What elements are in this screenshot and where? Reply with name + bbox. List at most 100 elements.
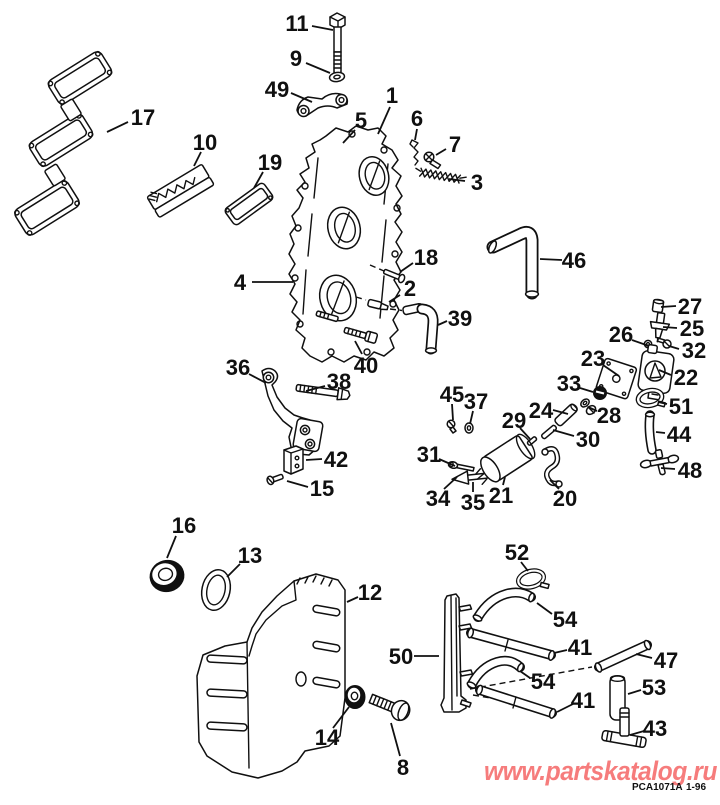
callout-52: 52 [505, 540, 529, 565]
callout-1: 1 [386, 83, 398, 108]
part-47-tube [594, 639, 652, 673]
callout-37: 37 [464, 389, 488, 414]
part-23-gasket-plate [595, 357, 638, 400]
leader-line-45 [451, 403, 454, 421]
callout-28: 28 [597, 403, 621, 428]
part-7-screw [423, 151, 442, 170]
leader-line-38 [305, 385, 326, 392]
callout-33: 33 [557, 371, 581, 396]
leader-line-51 [657, 401, 668, 405]
callout-45: 45 [440, 382, 464, 407]
leader-line-37 [469, 410, 474, 425]
part-54-hose-lower [466, 655, 525, 689]
leader-line-25 [662, 326, 678, 329]
part-37-grommet [464, 422, 474, 434]
leader-line-31 [438, 458, 456, 467]
leader-line-3 [448, 178, 466, 182]
leader-line-47 [635, 653, 653, 659]
callout-46: 46 [562, 248, 586, 273]
leader-line-24 [552, 409, 569, 415]
callout-47: 47 [654, 648, 678, 673]
part-54-hose-upper [472, 587, 536, 622]
footer-part-code: PCA1071A [632, 782, 683, 793]
leader-line-39 [437, 320, 448, 326]
leader-line-28 [587, 406, 598, 412]
leader-line-17 [106, 121, 129, 133]
leader-line-5 [342, 129, 356, 144]
leader-line-43 [629, 730, 645, 736]
manifold-bolt-holes [291, 130, 401, 356]
callout-25: 25 [680, 316, 704, 341]
part-17-gasket [13, 50, 113, 236]
leader-line-23 [602, 364, 620, 377]
part-50-rail [440, 593, 474, 713]
leader-line-40 [354, 340, 363, 355]
part-51-clamp [635, 387, 667, 409]
callout-26: 26 [609, 322, 633, 347]
callout-31: 31 [417, 442, 441, 467]
part-30-tube [540, 424, 558, 440]
leader-line-46 [539, 258, 563, 261]
callout-29: 29 [502, 408, 526, 433]
callout-50: 50 [389, 644, 413, 669]
callout-49: 49 [265, 77, 289, 102]
part-41-hose-lower [475, 684, 557, 719]
callout-44: 44 [667, 422, 692, 447]
part-38-bolt [295, 383, 351, 401]
callout-23: 23 [581, 346, 605, 371]
callout-53: 53 [642, 675, 666, 700]
callout-3: 3 [471, 170, 483, 195]
leader-line-32 [668, 345, 680, 350]
part-46-hose [486, 226, 540, 300]
part-24-tube [554, 403, 578, 427]
callout-22: 22 [674, 365, 698, 390]
part-48-tee-fitting [639, 448, 680, 476]
leader-line-22 [658, 369, 672, 376]
leader-line-15 [286, 480, 309, 488]
leader-line-9 [305, 62, 331, 74]
callout-48: 48 [678, 458, 702, 483]
callout-34: 34 [426, 486, 451, 511]
part-49-bracket [296, 92, 349, 118]
leader-line-54b [519, 670, 531, 679]
part-39-hose [402, 303, 439, 355]
part-52-clamp [515, 568, 550, 590]
callout-10: 10 [193, 130, 217, 155]
part-44-tube [644, 410, 657, 455]
leader-line-19 [253, 171, 264, 189]
leader-line-12 [346, 596, 359, 603]
callout-6: 6 [411, 106, 423, 131]
part-3-spring [415, 167, 467, 184]
part-31-fitting [447, 460, 475, 472]
leader-line-42 [305, 458, 323, 461]
part-16-cap [149, 559, 185, 593]
callout-15: 15 [310, 476, 334, 501]
callout-2: 2 [404, 276, 416, 301]
part-stud [315, 310, 339, 323]
callout-16: 16 [172, 513, 196, 538]
part-33-grommet [593, 386, 607, 400]
callout-13: 13 [238, 543, 262, 568]
callout-42: 42 [324, 447, 348, 472]
callout-8: 8 [397, 755, 409, 780]
callout-18: 18 [414, 245, 438, 270]
callout-11: 11 [285, 11, 308, 36]
leader-line-29 [519, 427, 531, 440]
callout-27: 27 [678, 294, 702, 319]
leader-line-34 [443, 476, 458, 490]
leader-line-44 [655, 431, 666, 434]
leader-line-53 [627, 689, 642, 695]
leader-line-30 [552, 429, 575, 437]
leader-line-54a [536, 602, 553, 615]
callout-54b: 54 [531, 669, 556, 694]
part-14-grommet [344, 685, 366, 709]
leader-line-16 [166, 535, 177, 559]
leader-line-52 [520, 561, 529, 572]
callout-43: 43 [643, 716, 667, 741]
leader-lines-layer [106, 25, 680, 757]
leader-line-27 [660, 305, 677, 308]
part-43-tee-fitting [601, 707, 647, 749]
callout-54a: 54 [553, 607, 578, 632]
part-27-cap [651, 298, 665, 314]
